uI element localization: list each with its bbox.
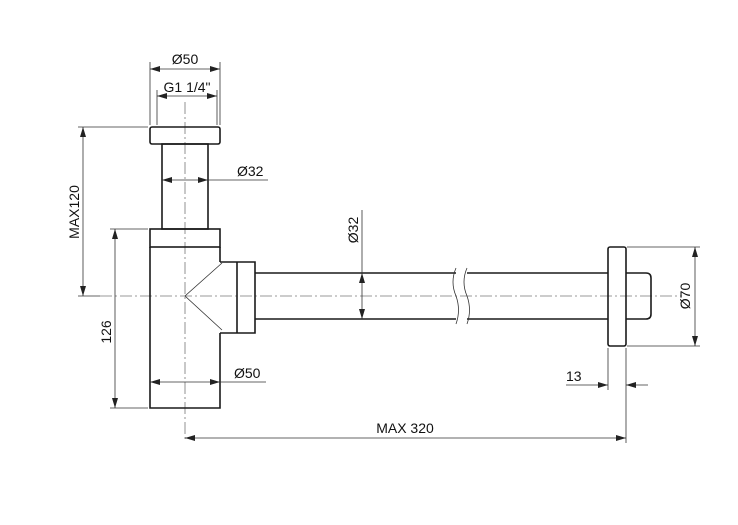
svg-text:Ø70: Ø70 xyxy=(677,283,693,310)
svg-text:Ø50: Ø50 xyxy=(234,365,261,381)
svg-text:MAX120: MAX120 xyxy=(66,185,82,239)
dim-max-length: MAX 320 xyxy=(185,348,627,443)
outlet-nut xyxy=(220,261,256,334)
svg-text:MAX 320: MAX 320 xyxy=(376,420,434,436)
dim-upper-pipe: Ø32 xyxy=(162,163,268,183)
svg-text:126: 126 xyxy=(98,320,114,344)
bottle-body xyxy=(149,247,221,409)
body-collar xyxy=(149,228,221,248)
svg-text:G1 1/4": G1 1/4" xyxy=(164,79,211,95)
dim-body-diameter: Ø50 xyxy=(150,365,266,385)
dim-outlet-pipe: Ø32 xyxy=(345,210,365,319)
internal-cone xyxy=(184,262,223,331)
trap-body xyxy=(149,126,256,409)
dim-max-height: MAX120 xyxy=(66,126,148,297)
svg-text:Ø32: Ø32 xyxy=(345,217,361,244)
dim-top-diameter: Ø50 xyxy=(149,51,221,125)
dim-flange-diameter: Ø70 xyxy=(627,246,700,347)
wall-flange xyxy=(607,246,652,347)
svg-text:13: 13 xyxy=(566,368,582,384)
wall-stub xyxy=(626,272,652,320)
break-mark xyxy=(463,267,470,325)
break-mark xyxy=(452,267,459,325)
svg-text:Ø32: Ø32 xyxy=(237,163,264,179)
dim-thread: G1 1/4" xyxy=(156,79,218,125)
svg-text:Ø50: Ø50 xyxy=(172,51,199,67)
dim-flange-thickness: 13 xyxy=(566,348,648,390)
dim-body-height: 126 xyxy=(98,228,148,409)
centerlines xyxy=(100,102,682,442)
outlet-pipe xyxy=(255,267,608,325)
